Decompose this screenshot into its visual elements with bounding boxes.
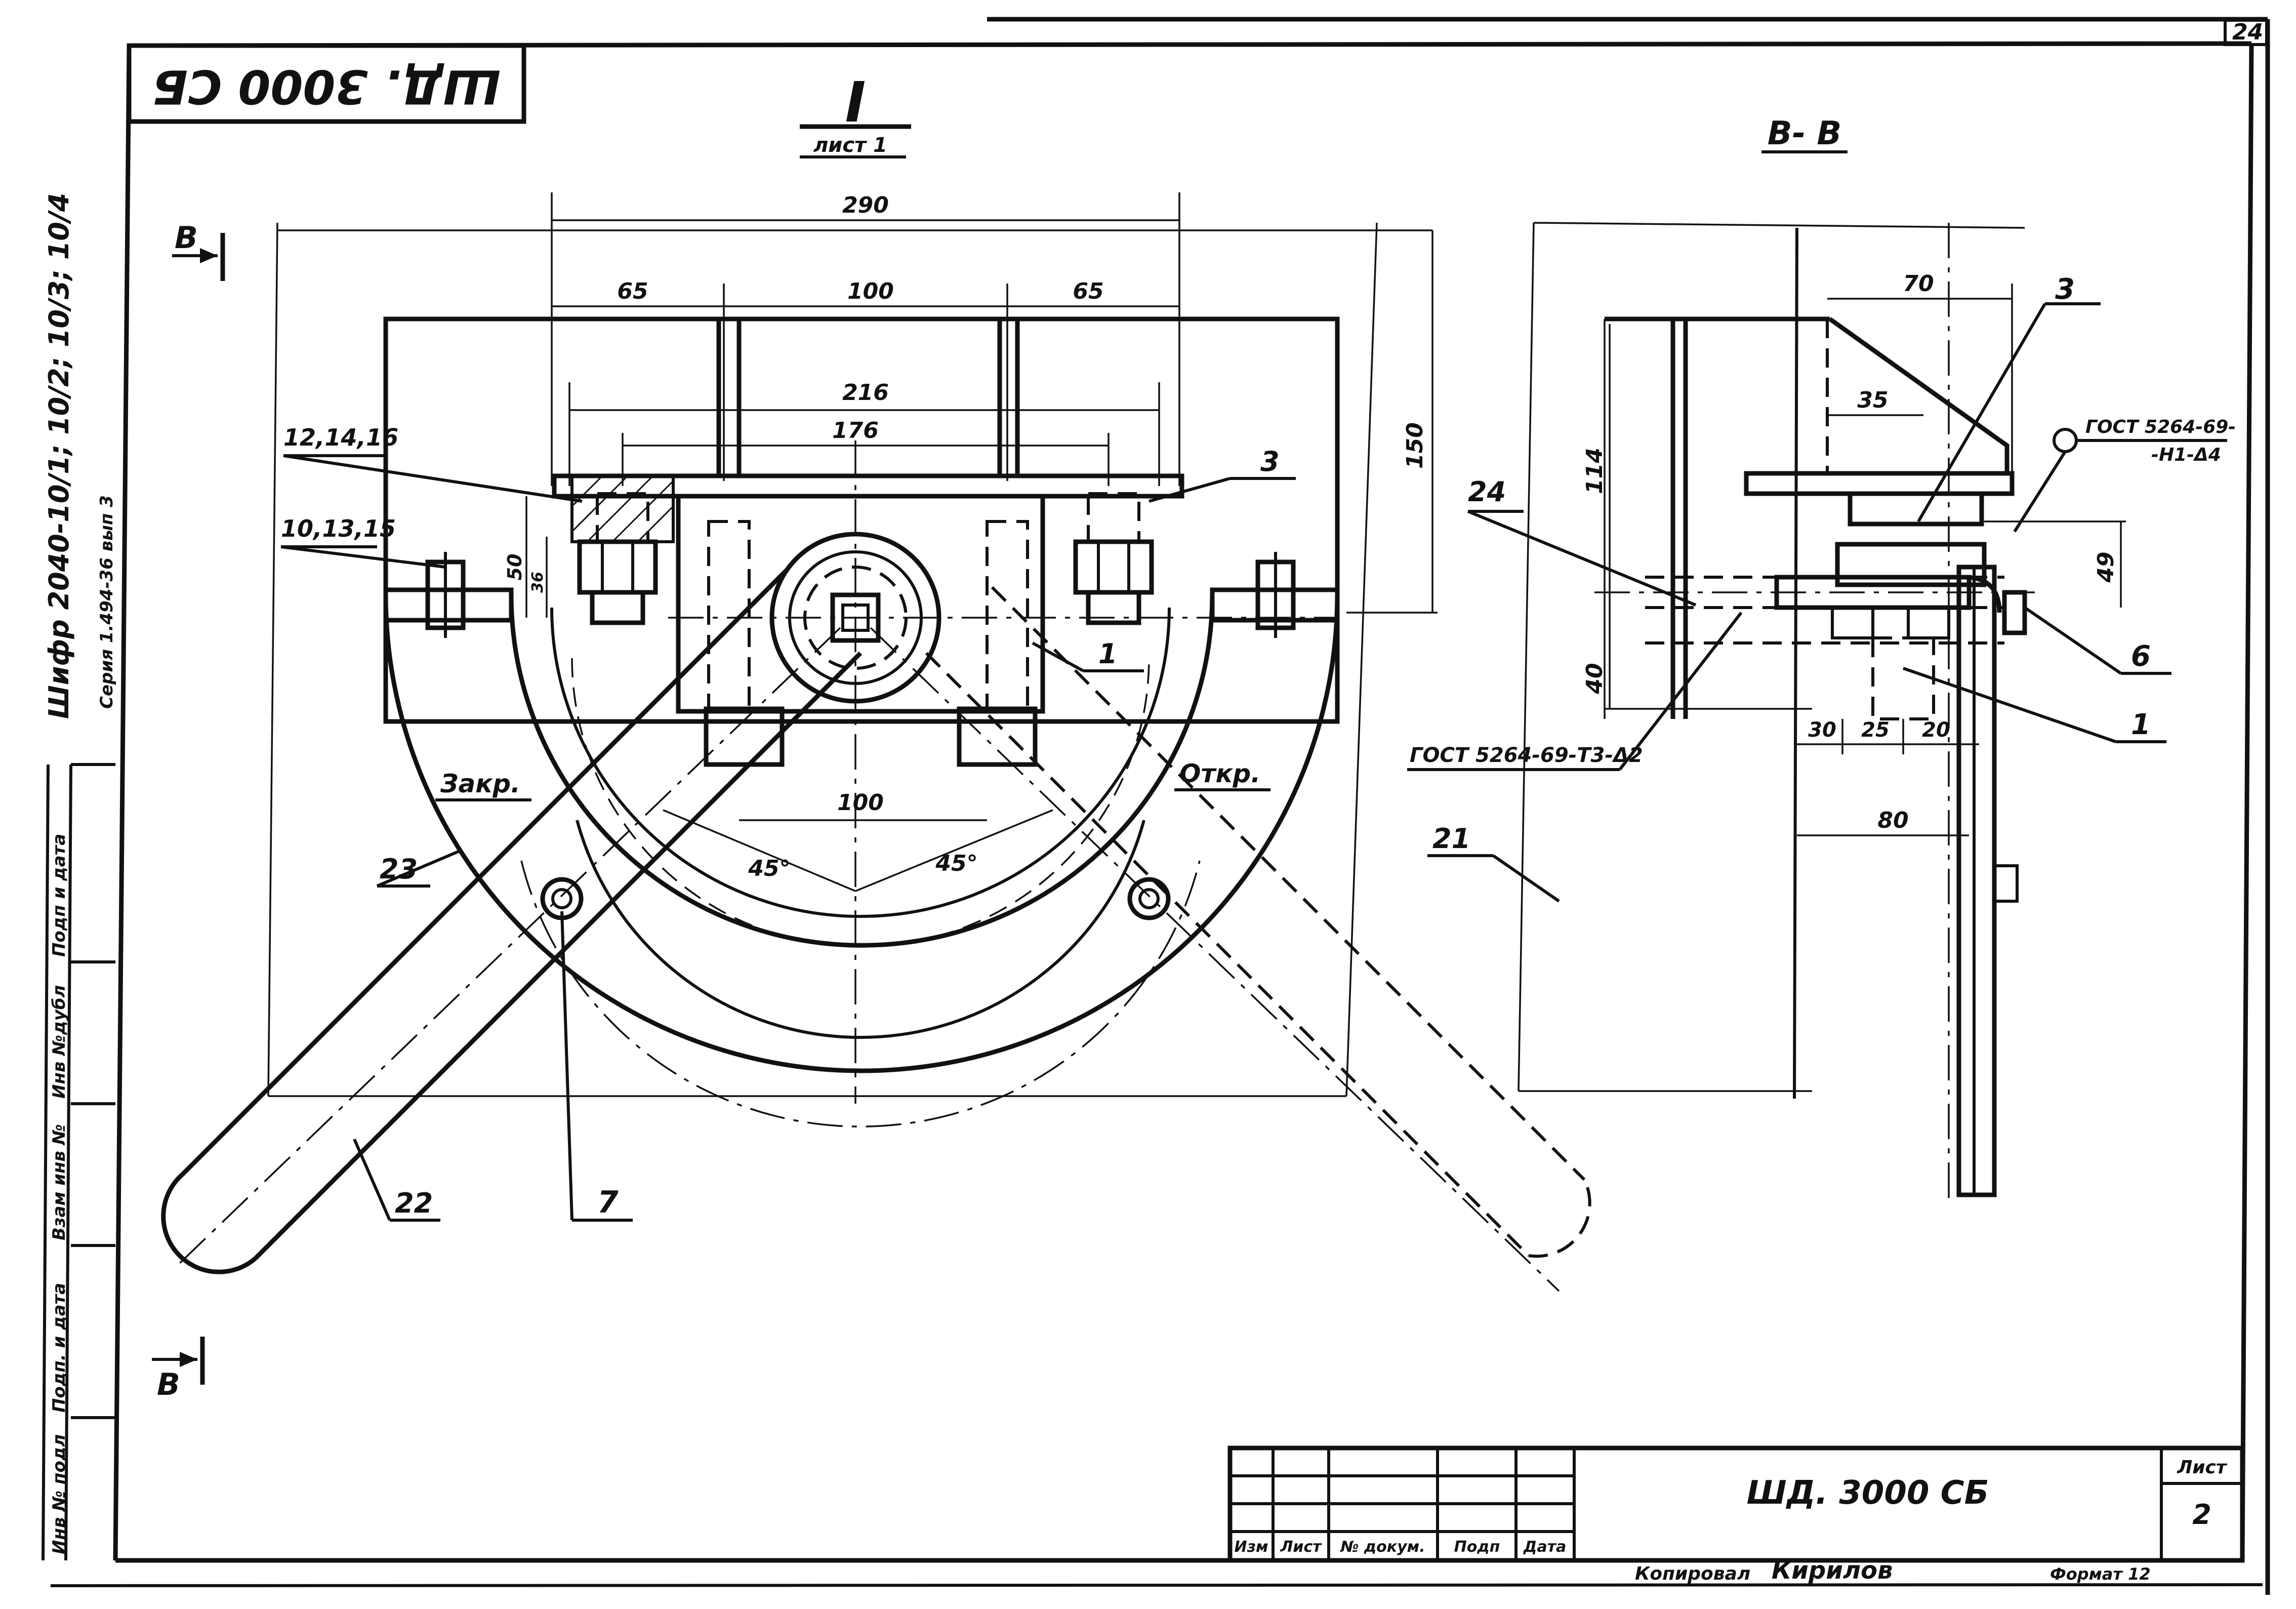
callout-7: 7	[597, 1185, 619, 1220]
side-series: Серия 1.494-36 вып 3	[97, 495, 117, 709]
handle-left	[161, 568, 863, 1274]
weld-note-1b: -Н1-Δ4	[2151, 445, 2221, 465]
top-stamp: ШД. 3000 СБ	[127, 43, 526, 124]
tb-designation: ШД. 3000 СБ	[1747, 1474, 1989, 1512]
dim-20: 20	[1922, 718, 1950, 742]
dim-35: 35	[1857, 387, 1888, 413]
dim-angle-right: 45°	[935, 851, 977, 876]
section-view-heading: В- В	[1768, 115, 1841, 152]
main-view: I лист 1 В В 290 65 100	[152, 70, 1591, 1402]
section-marker-bottom: В	[152, 1337, 205, 1402]
handle-right	[870, 586, 1591, 1292]
callout-24: 24	[1468, 476, 1506, 508]
dim-80: 80	[1877, 808, 1908, 833]
dim-49: 49	[2093, 551, 2119, 583]
callout-3-section: 3	[2055, 273, 2075, 306]
dim-40: 40	[1582, 663, 1608, 694]
dim-36: 36	[529, 572, 547, 593]
main-view-heading: I	[845, 70, 866, 135]
drawing-frame	[50, 17, 2270, 1595]
dim-290: 290	[842, 192, 889, 218]
side-column-4: Подп и дата	[49, 834, 69, 957]
side-column-1: Подп. и дата	[49, 1283, 69, 1413]
callout-12-14-16: 12,14,16	[283, 424, 398, 451]
side-column-3: Инв №дубл	[49, 985, 69, 1099]
label-open: Откр.	[1179, 759, 1260, 788]
side-columns: Инв № подл Подп. и дата Взам инв № Инв №…	[42, 763, 115, 1561]
dim-100-bottom: 100	[837, 790, 884, 816]
top-stamp-text: ШД. 3000 СБ	[152, 60, 501, 114]
dim-angle-left: 45°	[748, 856, 790, 881]
side-cipher: Шифр 2040-10/1; 10/2; 10/3; 10/4	[43, 193, 75, 719]
tb-col-0: Изм	[1234, 1538, 1268, 1556]
callout-1-main: 1	[1098, 638, 1118, 670]
callout-1-section: 1	[2131, 708, 2151, 741]
dim-30: 30	[1808, 718, 1836, 742]
tb-copied-signature: Кирилов	[1772, 1556, 1893, 1585]
section-mark-bottom: В	[157, 1367, 180, 1402]
dim-65-left: 65	[617, 278, 648, 304]
dim-114: 114	[1582, 448, 1608, 494]
callout-21: 21	[1432, 823, 1470, 855]
section-view: В- В	[1407, 115, 2236, 1205]
dim-25: 25	[1861, 718, 1890, 742]
tb-col-2: № докум.	[1339, 1538, 1425, 1556]
section-mark-top: В	[175, 220, 198, 256]
callout-6: 6	[2131, 640, 2151, 673]
side-column-0: Инв № подл	[49, 1434, 69, 1554]
label-close: Закр.	[440, 769, 520, 798]
title-block: Изм Лист № докум. Подп Дата ШД. 3000 СБ …	[1227, 1445, 2245, 1585]
dim-100-top: 100	[847, 278, 894, 304]
main-view-subheading: лист 1	[813, 134, 887, 157]
tb-col-1: Лист	[1280, 1538, 1322, 1556]
dim-176: 176	[832, 418, 879, 444]
section-marker-top: В	[172, 220, 225, 281]
tb-sheet-label: Лист	[2177, 1457, 2227, 1478]
weld-note-1: ГОСТ 5264-69-	[2085, 417, 2236, 437]
tb-col-3: Подп	[1454, 1538, 1500, 1556]
tb-copied-label: Копировал	[1635, 1563, 1750, 1584]
callout-10-13-15: 10,13,15	[281, 515, 396, 542]
callout-22: 22	[395, 1187, 433, 1219]
dim-65-right: 65	[1073, 278, 1103, 304]
callout-23: 23	[380, 853, 418, 885]
side-column-2: Взам инв №	[49, 1124, 69, 1240]
tb-format-label: Формат 12	[2050, 1564, 2151, 1584]
page-number: 24	[2232, 19, 2263, 45]
dim-50: 50	[504, 554, 526, 581]
weld-note-2: ГОСТ 5264-69-Т3-Δ2	[1410, 744, 1643, 767]
tb-col-4: Дата	[1523, 1538, 1567, 1556]
dim-216: 216	[842, 380, 889, 406]
dim-70: 70	[1903, 271, 1934, 297]
tb-sheet-number: 2	[2192, 1499, 2211, 1531]
dim-150: 150	[1402, 422, 1428, 469]
callout-3-main: 3	[1260, 446, 1280, 477]
